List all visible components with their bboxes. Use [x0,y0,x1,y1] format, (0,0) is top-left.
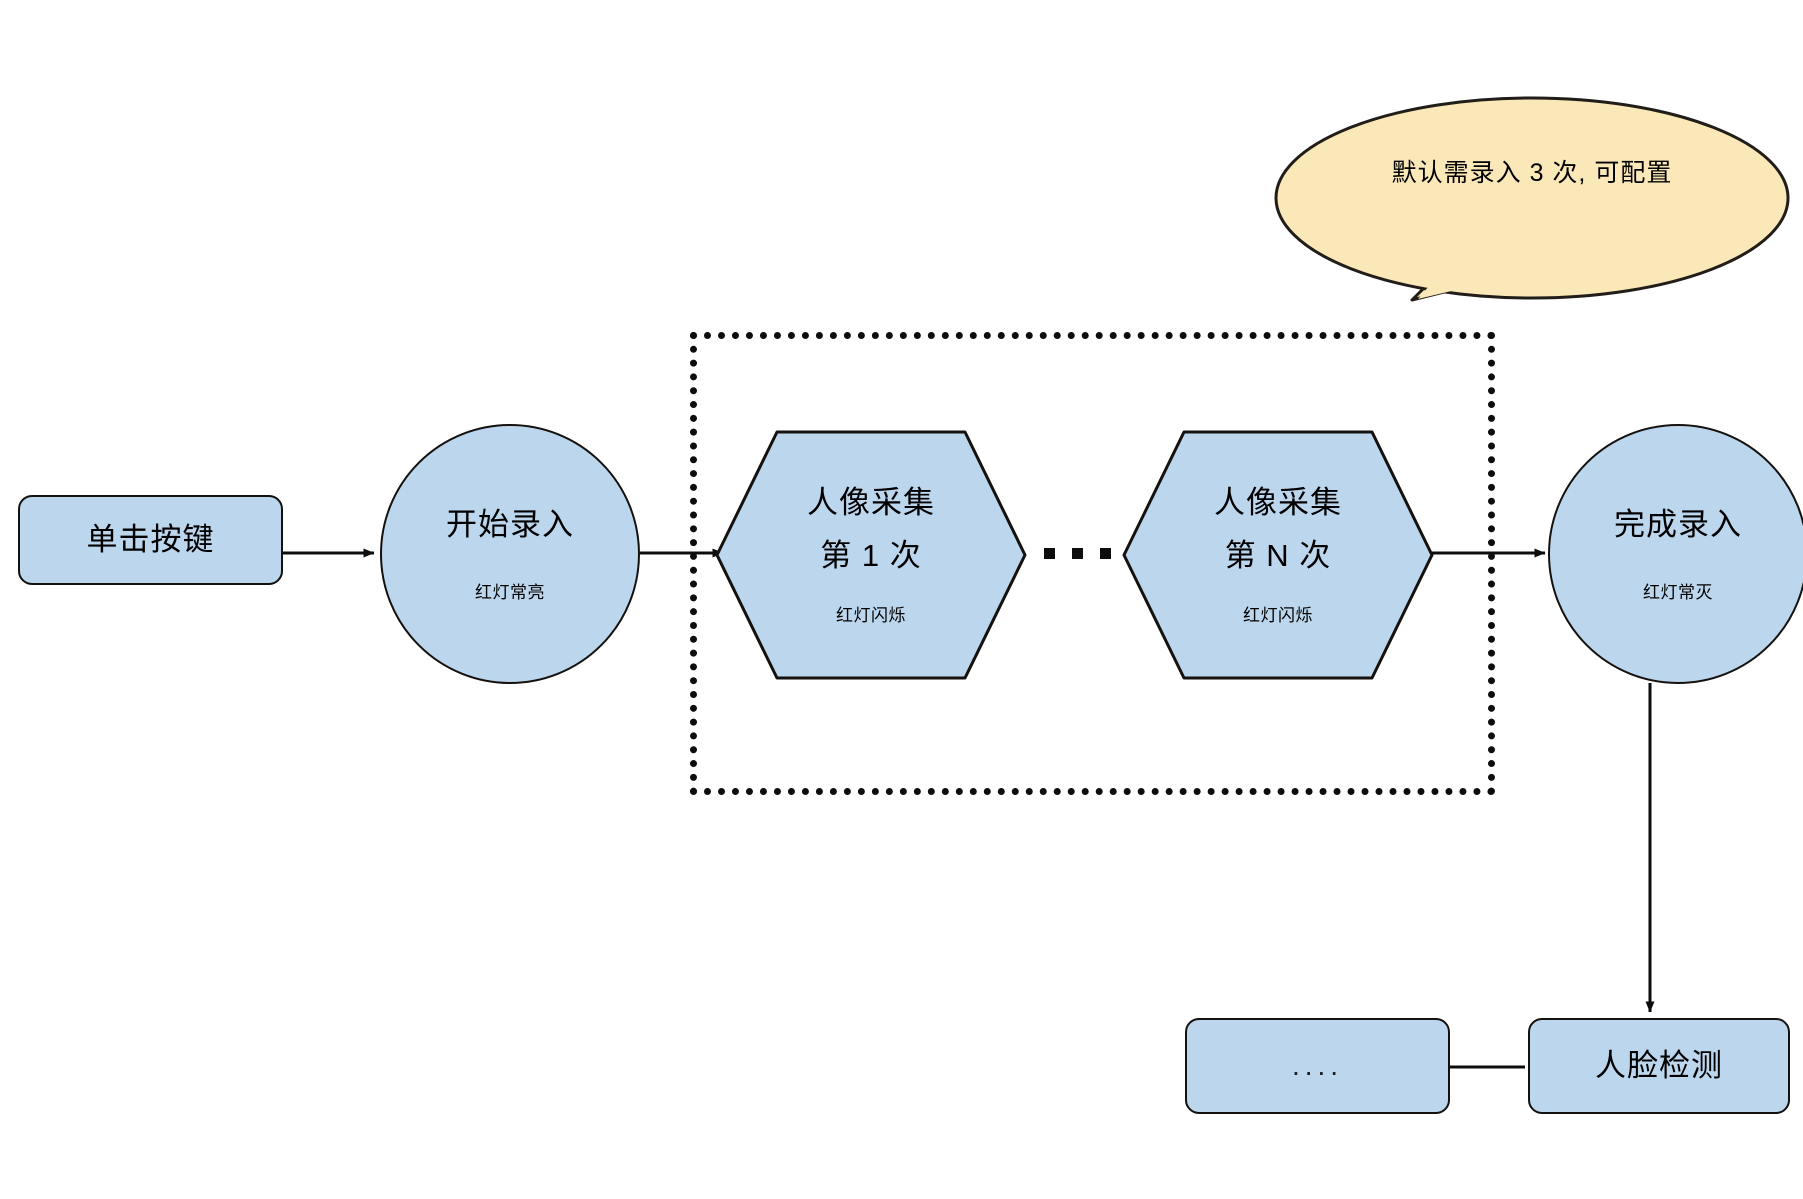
node-capture-first-label-line1: 人像采集 [807,484,935,520]
ellipsis-dot [1100,548,1111,559]
node-finish-enroll[interactable]: 完成录入 红灯常灭 [1548,424,1803,684]
node-finish-enroll-label: 完成录入 [1614,507,1742,542]
node-more-steps[interactable]: .... [1185,1018,1450,1114]
callout-ellipse [1274,96,1790,300]
node-press-key[interactable]: 单击按键 [18,495,283,585]
node-face-detect-label: 人脸检测 [1595,1048,1723,1084]
node-start-enroll-label: 开始录入 [446,507,574,542]
hexagon-shape-nth [1122,430,1434,680]
callout-bubble: 默认需录入 3 次, 可配置 [1272,95,1792,325]
node-capture-first[interactable]: 人像采集 第 1 次 红灯闪烁 [715,430,1027,680]
node-capture-nth[interactable]: 人像采集 第 N 次 红灯闪烁 [1122,430,1434,680]
node-capture-nth-label-line1: 人像采集 [1214,484,1342,520]
node-finish-enroll-sublabel: 红灯常灭 [1643,583,1713,602]
hexagon-shape-first [715,430,1027,680]
node-face-detect[interactable]: 人脸检测 [1528,1018,1790,1114]
capture-loop-group [690,332,1495,795]
node-capture-nth-sublabel: 红灯闪烁 [1243,606,1313,626]
node-start-enroll[interactable]: 开始录入 红灯常亮 [380,424,640,684]
node-start-enroll-sublabel: 红灯常亮 [475,583,545,602]
ellipsis-dot [1072,548,1083,559]
node-capture-nth-label-line2: 第 N 次 [1224,537,1332,573]
node-press-key-label: 单击按键 [86,522,215,558]
ellipsis-dot [1044,548,1055,559]
node-capture-first-sublabel: 红灯闪烁 [836,606,906,626]
node-more-steps-label: .... [1291,1050,1344,1081]
node-capture-first-label-line2: 第 1 次 [820,537,922,573]
